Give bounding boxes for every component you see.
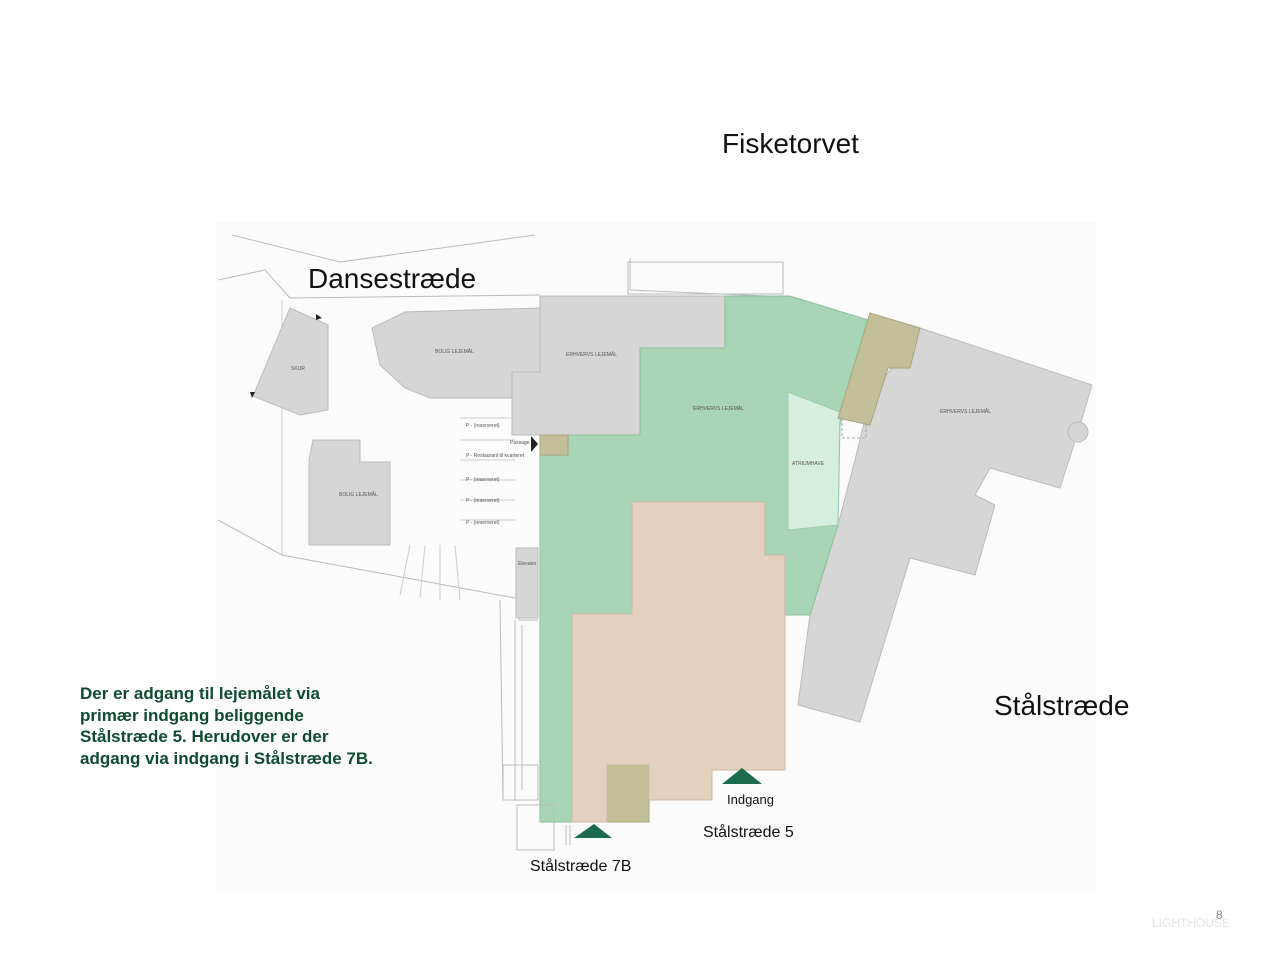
page-number: 8 [1216, 908, 1223, 922]
commercial-building-east [797, 327, 1093, 723]
leased-area-pink [571, 501, 786, 823]
parking-lines [399, 417, 515, 601]
street-label-staalstraede: Stålstræde [994, 690, 1130, 721]
label-bolig-1: BOLIG LEJEMÅL [435, 348, 474, 355]
entrance-arrow-main-icon [722, 768, 762, 784]
north-bay-line [629, 258, 791, 298]
entrance-label: Indgang [727, 792, 774, 807]
atrium-area [787, 391, 841, 531]
label-erhverv-3: ERHVERVS LEJEMÅL [940, 408, 991, 415]
label-erhverv-1: ERHVERVS LEJEMÅL [566, 351, 617, 358]
watermark-logo: LIGHTHOUSE [1152, 916, 1231, 930]
passage-arrow-icon [531, 436, 538, 452]
street-label-fisketorvet: Fisketorvet [722, 128, 859, 159]
residential-building-west [308, 439, 391, 546]
street-line-dansestraede [217, 269, 541, 299]
direction-arrow-icon-2 [250, 392, 255, 398]
label-elevator: Elevator [518, 561, 537, 567]
label-skur: SKUR [291, 366, 305, 372]
label-parking-4: P - (reserveret) [466, 498, 500, 504]
label-bolig-2: BOLIG LEJEMÅL [339, 491, 378, 498]
direction-arrow-icon [316, 314, 322, 320]
entrance-arrow-7b-icon [574, 824, 612, 838]
label-atrium: ATRIUMHAVE [792, 461, 825, 467]
north-bay-outline [627, 261, 784, 295]
east-tower [1067, 421, 1089, 443]
label-parking-2: P - Restaurant til kvarteret [466, 453, 525, 459]
olive-area-northeast [837, 312, 921, 426]
label-parking-1: P - (reserveret) [466, 423, 500, 429]
address-label-staalstraede-7b: Stålstræde 7B [530, 858, 632, 875]
access-description: Der er adgang til lejemålet via primær i… [80, 684, 373, 768]
street-label-dansestraede: Dansestræde [308, 263, 477, 294]
label-erhverv-2: ERHVERVS LEJEMÅL [693, 405, 744, 412]
address-label-staalstraede-5: Stålstræde 5 [703, 824, 794, 841]
elevator-block [515, 547, 539, 619]
street-line-north [231, 234, 536, 263]
olive-area-south [606, 764, 650, 823]
corridor-lines [499, 599, 571, 851]
label-parking-3: P - (reserveret) [466, 477, 500, 483]
shed-building [252, 307, 329, 416]
olive-area-passage [539, 434, 569, 456]
label-passage: Passage [510, 440, 530, 446]
label-parking-5: P - (reserveret) [466, 520, 500, 526]
